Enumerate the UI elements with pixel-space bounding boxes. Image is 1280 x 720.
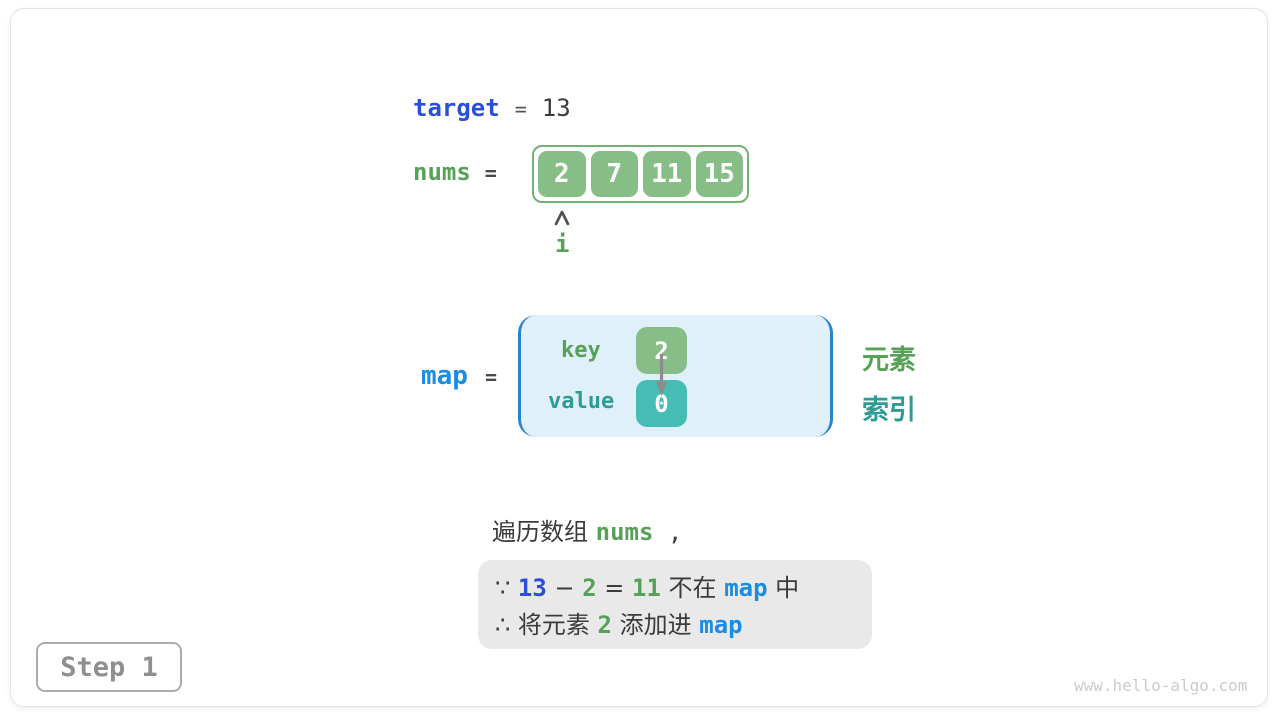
array-cell: 15: [695, 151, 743, 197]
target-equals-sign: =: [514, 97, 527, 121]
map-key-label: key: [561, 338, 601, 363]
target-variable-label: target: [413, 94, 500, 122]
note-line-because: ∵ 13 − 2 = 11 不在 map 中: [495, 570, 872, 607]
caption-text: 遍历数组: [492, 518, 596, 546]
nums-array: 2 7 11 15: [532, 145, 749, 203]
note-element-value: 2: [582, 574, 597, 602]
note-target-value: 13: [517, 574, 547, 602]
nums-label-row: nums =: [413, 158, 497, 186]
reasoning-note-box: ∵ 13 − 2 = 11 不在 map 中 ∴ 将元素 2 添加进 map: [478, 560, 872, 649]
target-row: target = 13: [413, 94, 571, 122]
caption-line: 遍历数组 nums ,: [492, 512, 682, 547]
array-cell: 11: [643, 151, 691, 197]
caption-nums-code: nums: [595, 518, 654, 546]
note-in-suffix-text: 中: [767, 574, 800, 602]
index-pointer-icon: [554, 210, 570, 226]
key-to-value-arrow-icon: [656, 354, 667, 396]
array-cell-value: 2: [553, 159, 570, 189]
therefore-text: ∴ 将元素: [495, 611, 598, 639]
nums-equals-sign: =: [484, 161, 497, 185]
note-line-therefore: ∴ 将元素 2 添加进 map: [495, 607, 872, 644]
map-variable-label: map: [421, 361, 468, 391]
map-equals-sign: =: [484, 365, 498, 389]
caption-comma: ,: [653, 518, 683, 546]
because-symbol: ∵: [495, 574, 518, 602]
array-cell-value: 15: [703, 159, 735, 189]
array-cell-value: 11: [651, 159, 683, 189]
map-value-cell-value: 0: [654, 389, 669, 418]
element-cn-label: 元素: [862, 345, 916, 376]
map-key-cell-value: 2: [654, 336, 669, 365]
note-not-in-text: 不在: [660, 574, 725, 602]
map-container: key value 2 0: [518, 315, 833, 437]
index-variable-label: i: [555, 230, 570, 258]
note-map-code: map: [724, 574, 768, 602]
array-cell: 7: [590, 151, 638, 197]
note-add-into-text: 添加进: [611, 611, 700, 639]
note-added-element-value: 2: [597, 611, 612, 639]
minus-sign: −: [546, 574, 583, 602]
site-watermark: www.hello-algo.com: [1074, 676, 1248, 695]
nums-variable-label: nums: [413, 158, 471, 186]
note-diff-value: 11: [632, 574, 661, 602]
array-cell-value: 7: [606, 159, 623, 189]
note-map-code-2: map: [699, 611, 743, 639]
target-value: 13: [541, 94, 571, 122]
equals-sign: =: [596, 574, 633, 602]
step-badge: Step 1: [36, 642, 182, 692]
step-badge-label: Step 1: [60, 651, 158, 683]
map-label-row: map =: [421, 361, 497, 391]
map-value-label: value: [548, 389, 615, 414]
array-cell: 2: [538, 151, 586, 197]
index-cn-label: 索引: [862, 395, 916, 426]
